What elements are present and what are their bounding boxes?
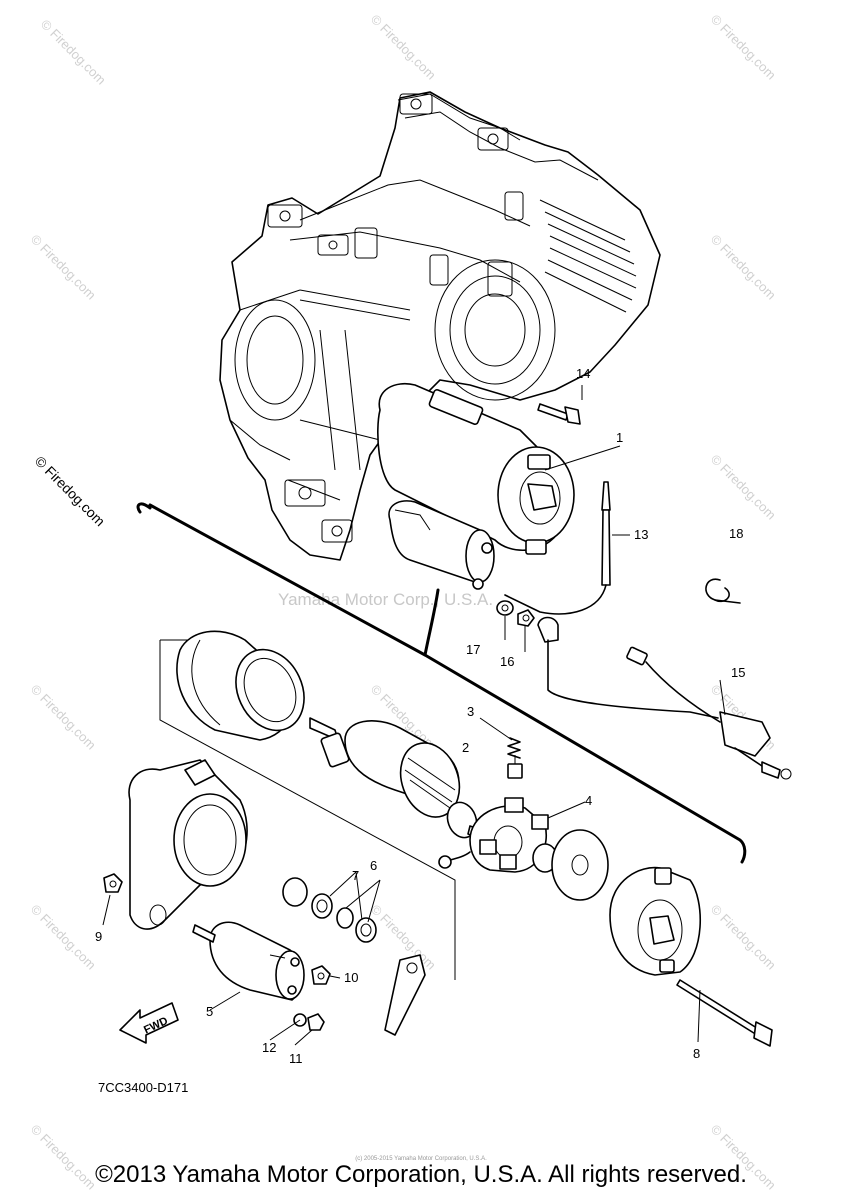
watermark-text: © Firedog.com <box>708 902 779 973</box>
fwd-arrow: FWD <box>119 1002 179 1044</box>
yoke-housing <box>176 630 305 741</box>
crankcase-drawing <box>219 91 661 561</box>
watermark-text: © Firedog.com <box>28 232 99 303</box>
leader-lines <box>102 445 726 1046</box>
assembly-bracket <box>136 502 747 864</box>
callouts: 1 2 3 4 5 6 7 8 9 10 11 12 13 14 15 16 1… <box>95 366 745 1066</box>
exploded-starter: FWD <box>103 630 773 1047</box>
callout-17: 17 <box>466 642 480 657</box>
callout-18: 18 <box>729 526 743 541</box>
nut-washer-16-17 <box>496 600 559 643</box>
callout-16: 16 <box>500 654 514 669</box>
callout-14: 14 <box>576 366 590 381</box>
watermark-text: © Firedog.com <box>38 17 109 88</box>
watermark-text: © Firedog.com <box>28 902 99 973</box>
watermark-text: © Firedog.com <box>708 12 779 83</box>
diagram-code: 7CC3400-D171 <box>98 1080 188 1095</box>
copyright-footer: ©2013 Yamaha Motor Corporation, U.S.A. A… <box>95 1161 747 1188</box>
brush-holder <box>438 797 549 873</box>
clip-18 <box>705 578 741 604</box>
callout-12: 12 <box>262 1040 276 1055</box>
through-bolt-8 <box>676 979 773 1047</box>
watermark-text: © Firedog.com <box>708 452 779 523</box>
starter-motor-installed <box>377 383 575 590</box>
callout-3: 3 <box>467 704 474 719</box>
callout-15: 15 <box>731 665 745 680</box>
callout-6: 6 <box>370 858 377 873</box>
lead-wire-13 <box>504 481 630 615</box>
callout-2: 2 <box>462 740 469 755</box>
callout-10: 10 <box>344 970 358 985</box>
callout-9: 9 <box>95 929 102 944</box>
callout-13: 13 <box>634 527 648 542</box>
battery-cable-15 <box>547 639 792 780</box>
callout-4: 4 <box>585 793 592 808</box>
watermark-text: © Firedog.com <box>28 682 99 753</box>
callout-1: 1 <box>616 430 623 445</box>
callout-8: 8 <box>693 1046 700 1061</box>
callout-11: 11 <box>289 1051 303 1066</box>
solenoid-5 <box>192 921 305 1001</box>
rear-cover <box>609 866 702 976</box>
callout-7: 7 <box>352 868 359 883</box>
tiny-copyright-note: (c) 2005-2015 Yamaha Motor Corporation, … <box>355 1156 487 1162</box>
watermark-text: © Firedog.com <box>368 12 439 83</box>
front-housing <box>128 759 248 930</box>
watermark-text: © Firedog.com <box>708 232 779 303</box>
side-watermark: © Firedog.com <box>32 453 108 529</box>
callout-5: 5 <box>206 1004 213 1019</box>
bolt-14 <box>537 385 583 425</box>
armature <box>309 717 499 845</box>
